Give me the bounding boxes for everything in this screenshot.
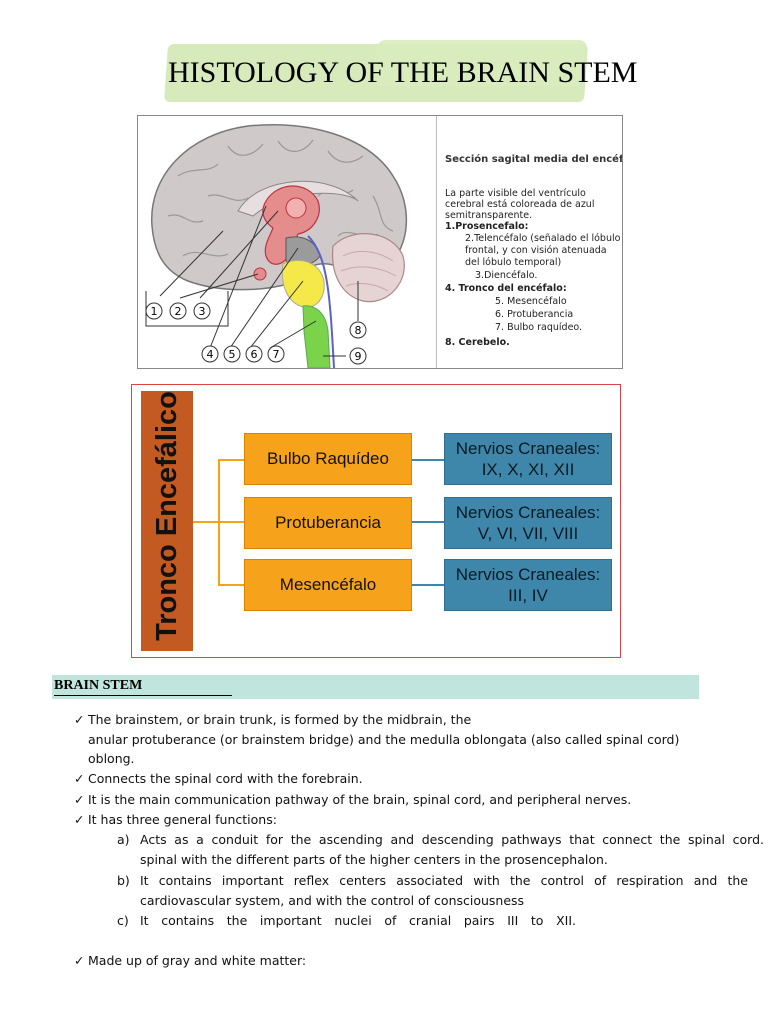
bullet-continuation: anular protuberance (or brainstem bridge… xyxy=(88,732,680,747)
function-marker: c) xyxy=(117,913,129,928)
page-title: HISTOLOGY OF THE BRAIN STEM xyxy=(168,56,638,89)
function-marker: a) xyxy=(117,832,130,847)
nerves-title: Nervios Craneales: xyxy=(455,439,601,458)
function-text: cardiovascular system, and with the cont… xyxy=(140,893,525,908)
connector-line xyxy=(411,584,444,586)
section-title-underline xyxy=(54,695,232,696)
connector-line xyxy=(193,521,219,523)
check-icon: ✓ xyxy=(74,812,85,827)
part-box-mesencefalo: Mesencéfalo xyxy=(244,559,412,611)
bullet-item: ✓Connects the spinal cord with the foreb… xyxy=(74,771,363,786)
brainstem-diagram: Tronco Encefálico Bulbo Raquídeo Nervios… xyxy=(131,384,621,658)
part-box-protuberancia: Protuberancia xyxy=(244,497,412,549)
svg-text:6: 6 xyxy=(251,348,258,361)
legend-item: 6. Protuberancia xyxy=(495,309,574,320)
nerves-list: IX, X, XI, XII xyxy=(481,460,575,479)
connector-line xyxy=(218,459,244,461)
legend-item: 5. Mesencéfalo xyxy=(495,296,567,307)
legend-item: 1.Prosencefalo: xyxy=(445,221,529,232)
nerves-list: III, IV xyxy=(508,586,548,605)
check-icon: ✓ xyxy=(74,712,85,727)
nerves-title: Nervios Craneales: xyxy=(455,565,601,584)
label-circle-7: 7 xyxy=(267,345,285,363)
section-title: BRAIN STEM xyxy=(54,678,143,693)
nerves-box-protuberancia: Nervios Craneales: V, VI, VII, VIII xyxy=(444,497,612,549)
function-text: It contains the important nuclei of cran… xyxy=(140,913,576,928)
bullet-continuation: oblong. xyxy=(88,751,135,766)
label-circle-1: 1 xyxy=(145,302,163,320)
label-circle-6: 6 xyxy=(245,345,263,363)
check-icon: ✓ xyxy=(74,792,85,807)
legend-line: La parte visible del ventrículo xyxy=(445,188,586,199)
svg-text:5: 5 xyxy=(229,348,236,361)
legend-item: 2.Telencéfalo (señalado el lóbulo xyxy=(465,233,621,244)
bullet-item: ✓It is the main communication pathway of… xyxy=(74,792,632,807)
label-circle-9: 9 xyxy=(349,347,367,365)
nerves-box-bulbo: Nervios Craneales: IX, X, XI, XII xyxy=(444,433,612,485)
label-circle-4: 4 xyxy=(201,345,219,363)
root-label: Tronco Encefálico xyxy=(151,391,183,641)
brain-sagittal-figure: 1 2 3 4 5 6 7 8 9 Sección sagital media … xyxy=(137,115,623,369)
legend-item: 7. Bulbo raquídeo. xyxy=(495,322,583,333)
legend-line: semitransparente. xyxy=(445,210,533,221)
medulla-shape xyxy=(302,305,331,368)
brain-illustration: 1 2 3 4 5 6 7 8 9 xyxy=(145,124,408,368)
label-circle-8: 8 xyxy=(349,321,367,339)
bullet-item: ✓Made up of gray and white matter: xyxy=(74,953,307,968)
legend-item: frontal, y con visión atenuada xyxy=(465,245,607,256)
legend-title: Sección sagital media del encéfalo xyxy=(445,154,623,165)
function-text: It contains important reflex centers ass… xyxy=(140,873,748,888)
connector-line xyxy=(411,459,444,461)
pons-shape xyxy=(281,259,325,308)
connector-line xyxy=(218,521,244,523)
bullet-item: ✓It has three general functions: xyxy=(74,812,277,827)
figure-divider xyxy=(436,116,437,368)
legend-item: del lóbulo temporal) xyxy=(465,257,562,268)
legend-item: 3.Diencéfalo. xyxy=(475,270,538,281)
function-marker: b) xyxy=(117,873,130,888)
svg-text:7: 7 xyxy=(273,348,280,361)
connector-line xyxy=(218,584,244,586)
nerves-list: V, VI, VII, VIII xyxy=(477,524,579,543)
svg-text:8: 8 xyxy=(355,324,362,337)
legend-item: 8. Cerebelo. xyxy=(445,337,510,348)
legend-line: cerebral está coloreada de azul xyxy=(445,199,595,210)
check-icon: ✓ xyxy=(74,953,85,968)
root-bar xyxy=(141,391,193,651)
label-circle-2: 2 xyxy=(169,302,187,320)
connector-line xyxy=(411,521,444,523)
nerves-box-mesencefalo: Nervios Craneales: III, IV xyxy=(444,559,612,611)
svg-text:1: 1 xyxy=(151,305,158,318)
function-text: spinal with the different parts of the h… xyxy=(140,852,608,867)
svg-text:9: 9 xyxy=(355,350,362,363)
legend-item: 4. Tronco del encéfalo: xyxy=(445,283,567,294)
label-circle-5: 5 xyxy=(223,345,241,363)
function-text: Acts as a conduit for the ascending and … xyxy=(140,832,764,847)
check-icon: ✓ xyxy=(74,771,85,786)
label-circle-3: 3 xyxy=(193,302,211,320)
bullet-item: ✓The brainstem, or brain trunk, is forme… xyxy=(74,712,472,727)
svg-text:2: 2 xyxy=(175,305,182,318)
svg-text:4: 4 xyxy=(207,348,214,361)
svg-text:3: 3 xyxy=(199,305,206,318)
nerves-title: Nervios Craneales: xyxy=(455,503,601,522)
part-box-bulbo: Bulbo Raquídeo xyxy=(244,433,412,485)
